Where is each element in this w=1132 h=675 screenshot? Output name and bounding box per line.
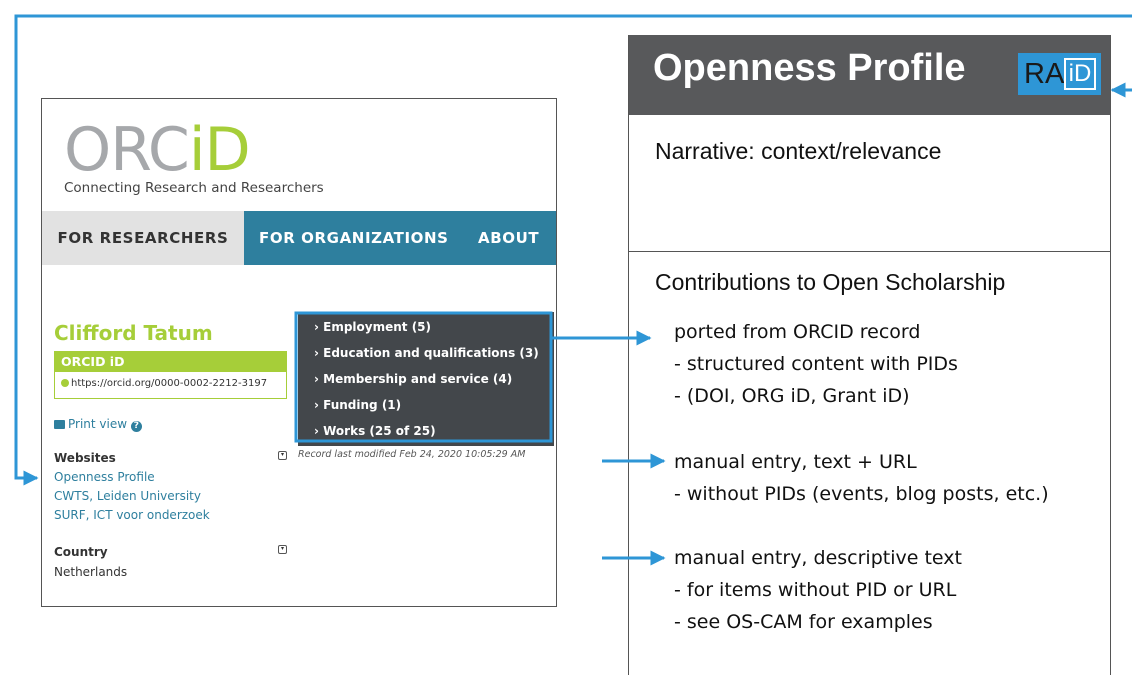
website-link-surf[interactable]: SURF, ICT voor onderzoek bbox=[54, 508, 210, 522]
ported-detail-2: - (DOI, ORG iD, Grant iD) bbox=[674, 385, 910, 407]
country-title: Country bbox=[54, 545, 108, 559]
websites-toggle-icon[interactable]: ▾ bbox=[278, 451, 287, 460]
nav-about[interactable]: ABOUT bbox=[478, 229, 540, 247]
manual-text-detail-2: - see OS-CAM for examples bbox=[674, 611, 933, 633]
section-education[interactable]: › Education and qualifications (3) bbox=[314, 346, 539, 360]
orcid-id-box: ORCID iD https://orcid.org/0000-0002-221… bbox=[54, 351, 287, 399]
contributions-title: Contributions to Open Scholarship bbox=[655, 269, 1006, 295]
manual-entry-text: manual entry, descriptive text bbox=[674, 547, 962, 569]
website-link-cwts[interactable]: CWTS, Leiden University bbox=[54, 489, 201, 503]
orcid-logo: ORCiD bbox=[64, 115, 251, 185]
section-divider bbox=[629, 251, 1110, 252]
nav-for-organizations[interactable]: FOR ORGANIZATIONS bbox=[259, 229, 449, 247]
website-link-openness-profile[interactable]: Openness Profile bbox=[54, 470, 155, 484]
country-value: Netherlands bbox=[54, 565, 128, 579]
section-works[interactable]: › Works (25 of 25) bbox=[314, 424, 436, 438]
manual-entry-url: manual entry, text + URL bbox=[674, 451, 917, 473]
orcid-id-label: ORCID iD bbox=[55, 352, 286, 372]
help-icon[interactable]: ? bbox=[130, 421, 142, 432]
nav-for-researchers[interactable]: FOR RESEARCHERS bbox=[42, 211, 244, 265]
ported-detail-1: - structured content with PIDs bbox=[674, 353, 958, 375]
orcid-icon bbox=[61, 379, 69, 387]
manual-url-detail: - without PIDs (events, blog posts, etc.… bbox=[674, 483, 1049, 505]
ported-from-orcid: ported from ORCID record bbox=[674, 321, 921, 343]
section-funding[interactable]: › Funding (1) bbox=[314, 398, 402, 412]
section-membership[interactable]: › Membership and service (4) bbox=[314, 372, 513, 386]
orcid-url[interactable]: https://orcid.org/0000-0002-2212-3197 bbox=[61, 378, 267, 389]
openness-profile-title: Openness Profile bbox=[653, 47, 966, 89]
record-last-modified: Record last modified Feb 24, 2020 10:05:… bbox=[298, 449, 526, 460]
section-employment[interactable]: › Employment (5) bbox=[314, 320, 432, 334]
manual-text-detail-1: - for items without PID or URL bbox=[674, 579, 957, 601]
orcid-tagline: Connecting Research and Researchers bbox=[64, 180, 324, 196]
record-sections-panel: › Employment (5) › Education and qualifi… bbox=[298, 312, 554, 446]
raid-id-text: iD bbox=[1064, 58, 1096, 90]
openness-profile-header: Openness Profile RA iD bbox=[629, 35, 1110, 115]
orcid-nav-bar: FOR RESEARCHERS FOR ORGANIZATIONS ABOUT bbox=[42, 211, 556, 265]
print-view-link[interactable]: Print view ? bbox=[54, 417, 142, 432]
narrative-label: Narrative: context/relevance bbox=[655, 138, 942, 164]
raid-logo: RA iD bbox=[1018, 53, 1101, 95]
printer-icon bbox=[54, 420, 65, 429]
websites-title: Websites bbox=[54, 451, 116, 465]
raid-ra-text: RA bbox=[1024, 58, 1065, 90]
orcid-record-card: ORCiD Connecting Research and Researcher… bbox=[41, 98, 557, 607]
person-name: Clifford Tatum bbox=[54, 321, 213, 345]
country-toggle-icon[interactable]: ▾ bbox=[278, 545, 287, 554]
openness-profile-panel: Openness Profile RA iD Narrative: contex… bbox=[628, 35, 1111, 675]
